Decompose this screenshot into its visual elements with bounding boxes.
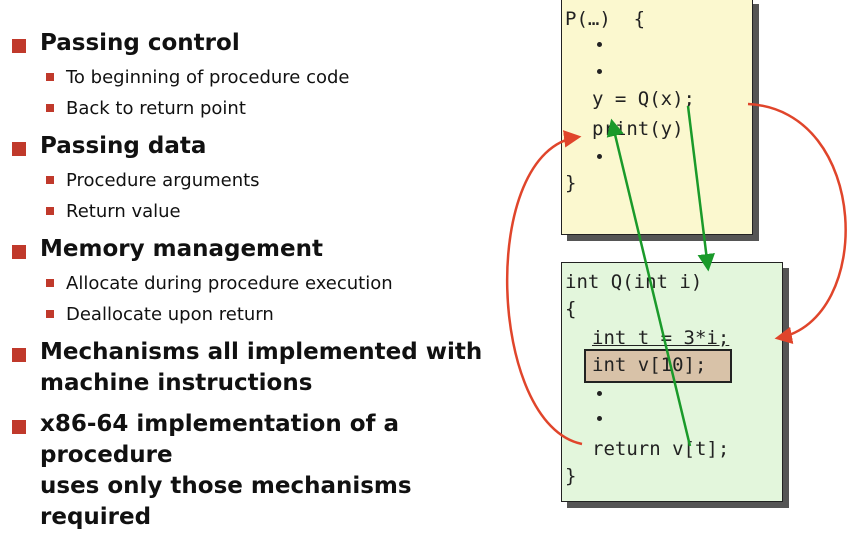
code-p-close: } <box>565 172 577 194</box>
bullet-square-icon <box>12 39 26 53</box>
ellipsis-dot <box>597 391 602 396</box>
code-p-call: y = Q(x); <box>592 88 695 110</box>
call-arrow <box>747 102 847 345</box>
bullet-square-icon <box>12 348 26 362</box>
argument-arrow <box>686 105 715 272</box>
sub-bullet: Return value <box>10 199 530 224</box>
sub-bullet-square-icon <box>46 310 54 318</box>
procedure-q-box: int Q(int i) { int t = 3*i; int v[10]; r… <box>561 262 783 502</box>
stack-allocation-highlight <box>584 349 732 383</box>
ellipsis-dot <box>597 69 602 74</box>
code-q-assign: int t = 3*i; <box>592 327 730 349</box>
code-q-open: { <box>565 298 577 320</box>
sub-bullet: Back to return point <box>10 96 530 121</box>
sub-bullet-square-icon <box>46 73 54 81</box>
ellipsis-dot <box>597 416 602 421</box>
return-arrow <box>506 130 583 446</box>
procedure-p-box: P(…) { y = Q(x); print(y) } <box>561 0 753 235</box>
sub-bullet: Deallocate upon return <box>10 302 530 327</box>
ellipsis-dot <box>597 42 602 47</box>
bullet-passing-control: Passing control <box>10 28 530 59</box>
sub-bullet-square-icon <box>46 207 54 215</box>
sub-bullet: Allocate during procedure execution <box>10 271 530 296</box>
bullet-list: Passing control To beginning of procedur… <box>10 28 530 537</box>
bullet-square-icon <box>12 420 26 434</box>
code-q-return: return v[t]; <box>592 438 730 460</box>
bullet-square-icon <box>12 142 26 156</box>
code-q-header: int Q(int i) <box>565 271 703 293</box>
return-value-arrow <box>606 118 692 447</box>
code-q-array: int v[10]; <box>592 354 707 376</box>
code-p-header: P(…) { <box>565 8 646 30</box>
ellipsis-dot <box>597 154 602 159</box>
sub-bullet-square-icon <box>46 279 54 287</box>
bullet-square-icon <box>12 245 26 259</box>
sub-bullet-square-icon <box>46 104 54 112</box>
code-q-close: } <box>565 465 577 487</box>
bullet-memory-management: Memory management <box>10 234 530 265</box>
sub-bullet-square-icon <box>46 176 54 184</box>
sub-bullet: Procedure arguments <box>10 168 530 193</box>
sub-bullet: To beginning of procedure code <box>10 65 530 90</box>
bullet-passing-data: Passing data <box>10 131 530 162</box>
